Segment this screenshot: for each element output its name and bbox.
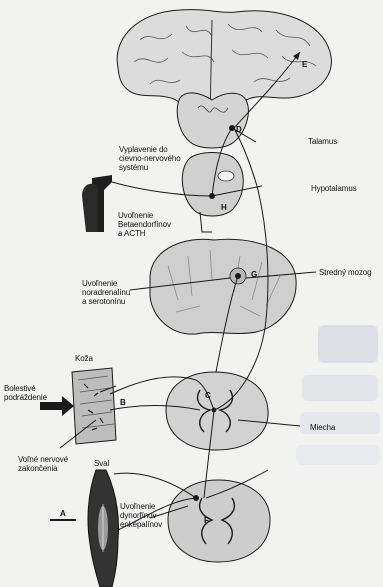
- node-h: H: [221, 203, 227, 212]
- blood-vessel-illustration: [82, 175, 112, 232]
- label-vyplavenie: Vyplavenie do cievno-nervového systému: [119, 145, 181, 172]
- skin-illustration: [72, 368, 116, 444]
- label-talamus: Talamus: [308, 137, 337, 146]
- background-watermark: [296, 325, 380, 465]
- label-uvolnenie-noradrenalin: Uvoľnenie noradrenalínu a serotonínu: [82, 279, 130, 306]
- label-uvolnenie-beta: Uvoľnenie Betaendorfínov a ACTH: [118, 211, 171, 238]
- muscle-illustration: [88, 470, 119, 587]
- node-d: D: [236, 125, 242, 134]
- label-koza: Koža: [75, 354, 93, 363]
- label-sval: Sval: [94, 459, 109, 468]
- label-volne-nervove: Voľné nervové zakončenia: [18, 455, 68, 473]
- label-uvolnenie-dynorfinov: Uvoľnenie dynorfínov enkepalínov: [120, 502, 162, 529]
- node-e: E: [302, 60, 307, 69]
- midbrain-section: [150, 239, 296, 334]
- label-stredny-mozog: Stredný mozog: [319, 268, 372, 277]
- label-bolestive: Bolestivé podráždenie: [4, 384, 47, 402]
- node-c: C: [205, 391, 211, 400]
- node-g: G: [251, 270, 257, 279]
- thalamus-illustration: [177, 93, 248, 148]
- node-b: B: [120, 398, 126, 407]
- label-hypotalamus: Hypotalamus: [311, 184, 357, 193]
- node-f: F: [204, 516, 209, 525]
- spinal-cord-section-upper: [166, 372, 268, 450]
- spinal-cord-section-lower: [168, 480, 270, 562]
- node-a: A: [60, 509, 66, 518]
- label-miecha: Miecha: [310, 423, 335, 432]
